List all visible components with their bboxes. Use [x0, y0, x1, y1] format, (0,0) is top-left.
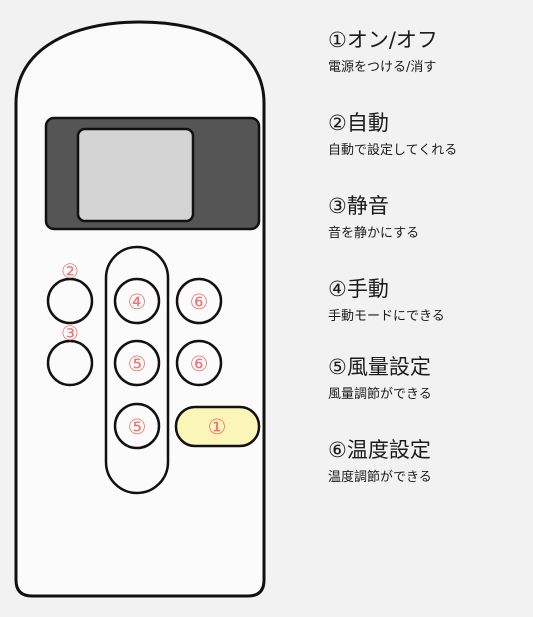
manual-label: ④ [128, 290, 147, 314]
auto-label: ② [61, 259, 79, 283]
fan-speed-button[interactable] [113, 339, 161, 387]
power-label: ① [208, 415, 227, 439]
temperature-button-top[interactable] [175, 277, 223, 325]
legend-auto: ②自動 自動で設定してくれる [328, 111, 457, 159]
legend-desc: 手動モードにできる [328, 309, 445, 324]
legend-desc: 自動で設定してくれる [328, 143, 458, 158]
legend-power: ①オン/オフ 電源をつける/消す [328, 28, 438, 76]
auto-button[interactable] [46, 277, 94, 325]
legend-title: ⑥温度設定 [328, 438, 431, 462]
legend-desc: 音を静かにする [328, 226, 420, 241]
fan-speed-button-lower[interactable] [113, 402, 161, 450]
legend-desc: 風量調節ができる [328, 387, 432, 402]
temperature-button-mid[interactable] [175, 339, 223, 387]
legend-title: ①オン/オフ [328, 28, 438, 52]
legend-temperature: ⑥温度設定 温度調節ができる [328, 438, 432, 486]
fan-speed-label-lower: ⑤ [128, 415, 147, 439]
quiet-button[interactable] [46, 339, 94, 387]
quiet-label: ③ [61, 321, 79, 345]
legend-desc: 温度調節ができる [328, 470, 432, 485]
legend-desc: 電源をつける/消す [328, 60, 437, 75]
legend-quiet: ③静音 音を静かにする [328, 194, 419, 242]
legend-fan-speed: ⑤風量設定 風量調節ができる [328, 355, 432, 403]
power-button[interactable] [174, 405, 261, 448]
legend-title: ⑤風量設定 [328, 355, 431, 379]
legend-title: ④手動 [328, 277, 389, 301]
legend-manual: ④手動 手動モードにできる [328, 277, 445, 325]
manual-button[interactable] [113, 277, 161, 325]
legend-title: ③静音 [328, 194, 389, 218]
temperature-label-top: ⑥ [190, 290, 209, 314]
legend-title: ②自動 [328, 111, 389, 135]
temperature-label-mid: ⑥ [190, 352, 209, 376]
fan-speed-label: ⑤ [128, 352, 147, 376]
display-screen [76, 127, 195, 223]
